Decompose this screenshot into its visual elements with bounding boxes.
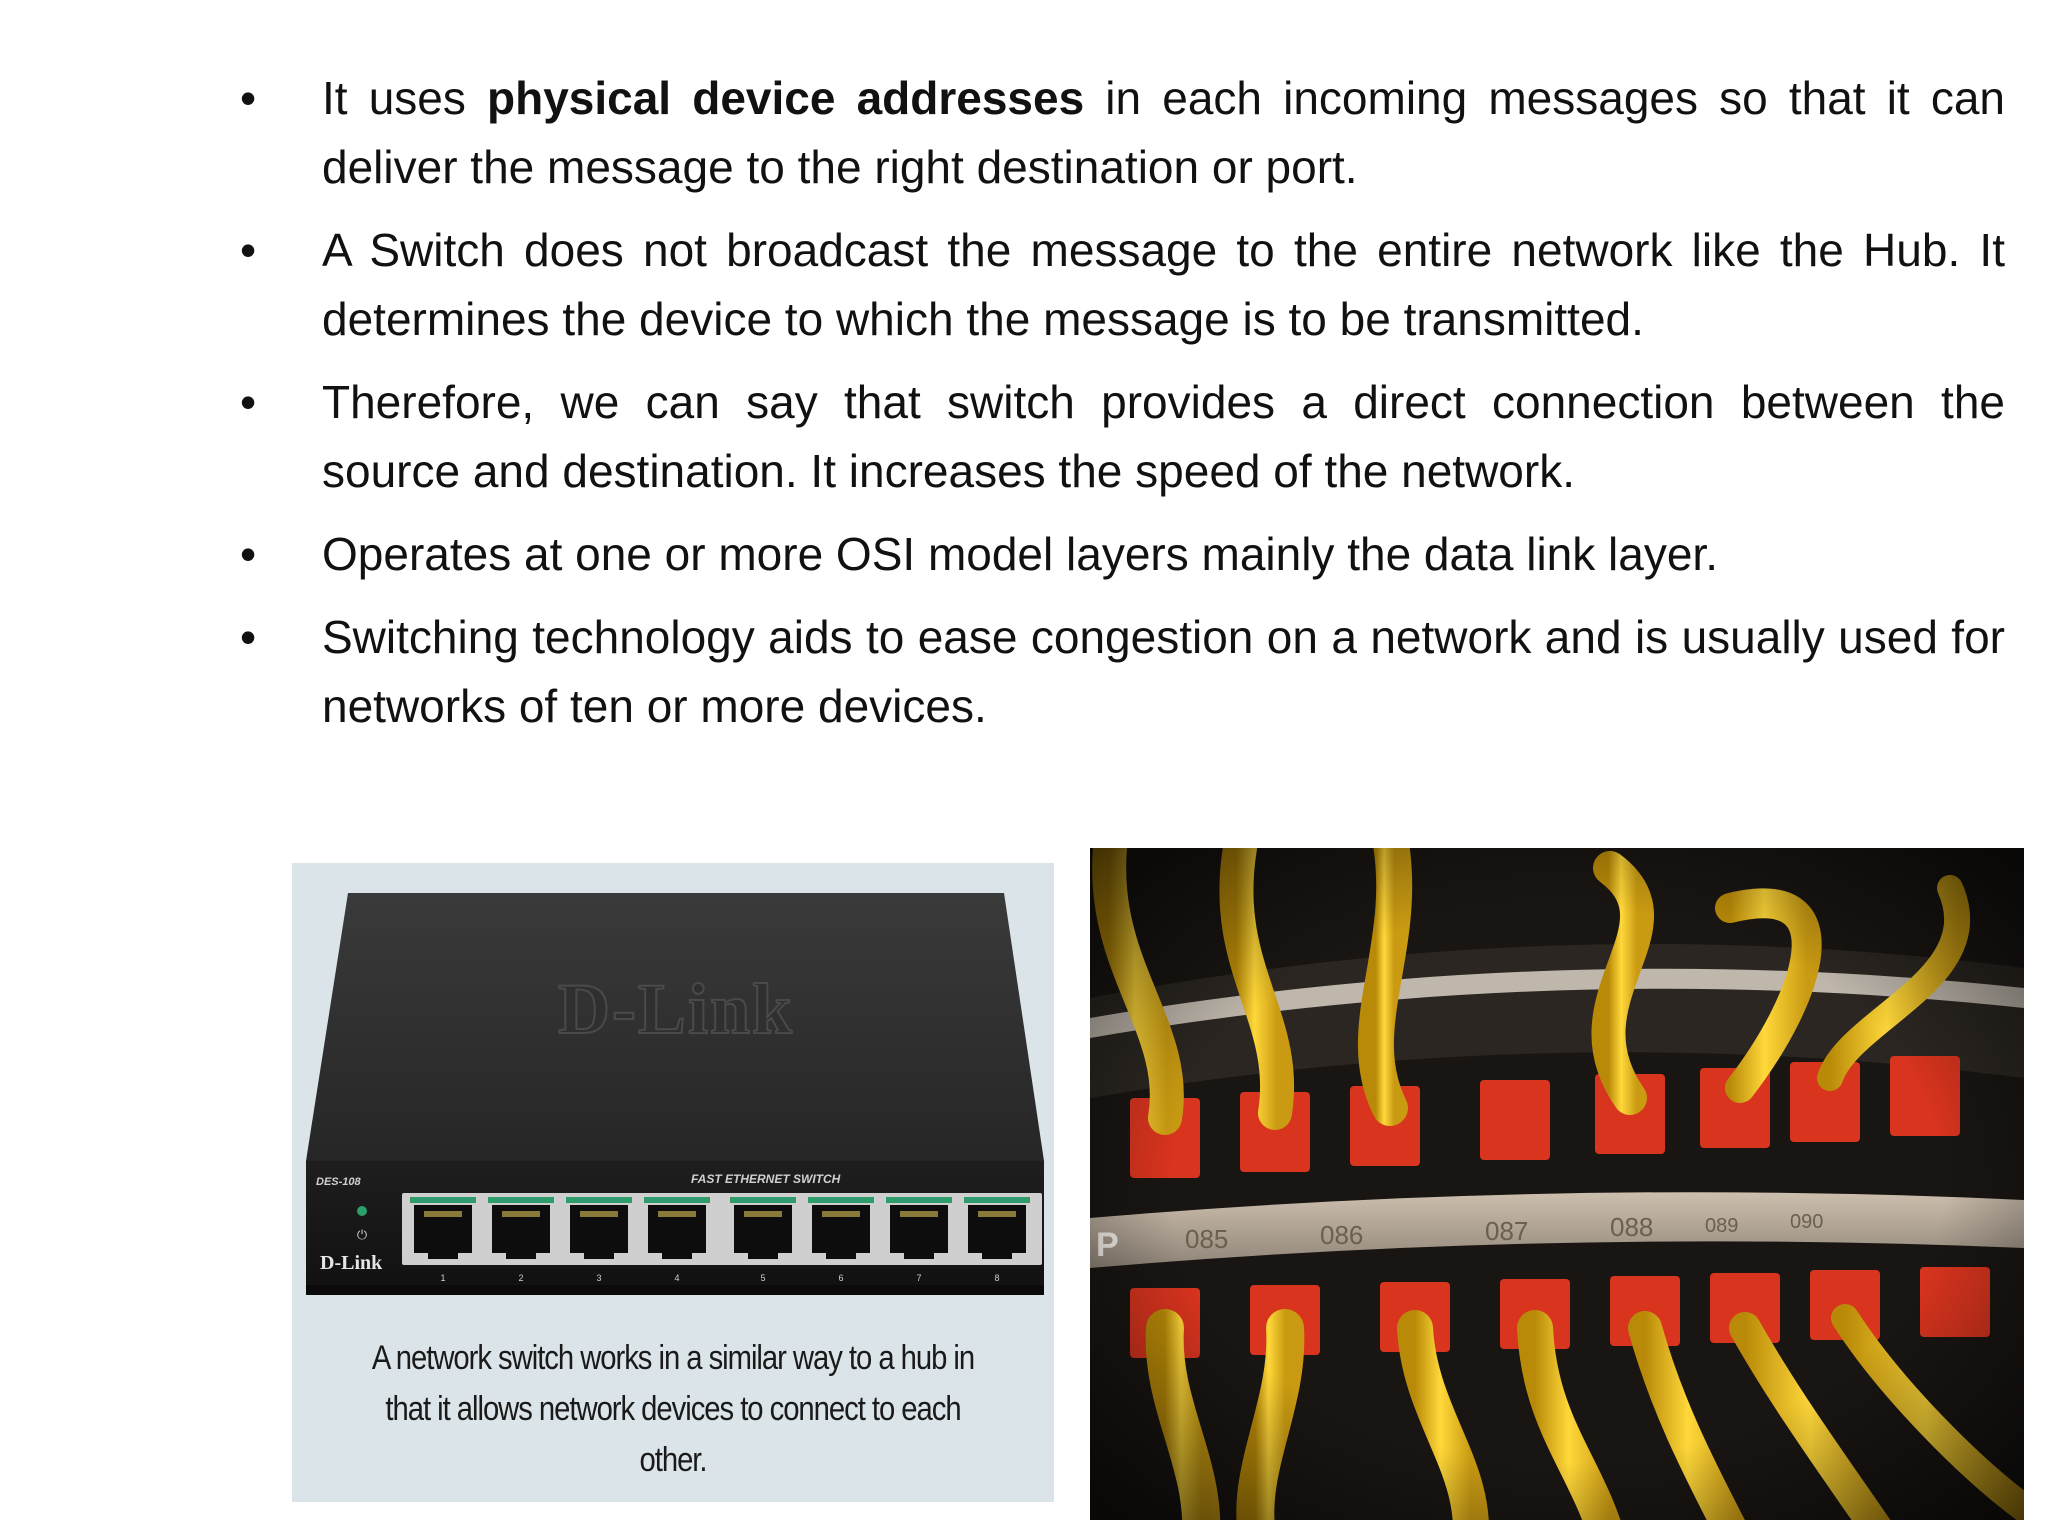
bullet-item: • Therefore, we can say that switch prov… (240, 368, 2005, 506)
bullet-dot: • (240, 528, 257, 580)
ethernet-port: 1 (410, 1197, 476, 1283)
bullet-text: in each incoming messages so that it can… (322, 72, 2005, 193)
bullet-dot: • (240, 224, 257, 276)
bullet-text: Therefore, we can say that switch provid… (322, 376, 2005, 497)
bullet-item: • Switching technology aids to ease cong… (240, 603, 2005, 741)
bullet-dot: • (240, 72, 257, 124)
switch-brand-emboss: D-Link (558, 969, 794, 1049)
port-number-label: 2 (518, 1273, 523, 1283)
patch-panel-figure: P 085086087088089090 (1090, 848, 2024, 1520)
bullet-text: It uses (322, 72, 487, 124)
switch-figure: D-Link DES-108 FAST ETHERNET SWITCH ⏻ D-… (292, 863, 1054, 1502)
ethernet-port: 5 (730, 1197, 796, 1283)
bullet-dot: • (240, 376, 257, 428)
port-number-label: 7 (916, 1273, 921, 1283)
port-bezel (402, 1193, 1042, 1265)
svg-text:⏻: ⏻ (357, 1227, 367, 1242)
bullet-list: • It uses physical device addresses in e… (240, 64, 2005, 755)
switch-front-brand: D-Link (320, 1252, 383, 1274)
ethernet-port: 3 (566, 1197, 632, 1283)
power-led (357, 1206, 367, 1216)
bullet-text: Switching technology aids to ease conges… (322, 611, 2005, 732)
switch-top-face (306, 893, 1044, 1161)
bullet-dot: • (240, 611, 257, 663)
ethernet-port: 7 (886, 1197, 952, 1283)
port-number-label: 1 (440, 1273, 445, 1283)
bullet-item: • Operates at one or more OSI model laye… (240, 520, 2005, 589)
port-number-label: 5 (760, 1273, 765, 1283)
port-number-label: 8 (994, 1273, 999, 1283)
bullet-text: Operates at one or more OSI model layers… (322, 528, 1718, 580)
switch-model-label: DES-108 (316, 1176, 362, 1188)
bullet-item: • It uses physical device addresses in e… (240, 64, 2005, 202)
network-switch-image: D-Link DES-108 FAST ETHERNET SWITCH ⏻ D-… (306, 893, 1044, 1295)
port-number-label: 6 (838, 1273, 843, 1283)
bullet-item: • A Switch does not broadcast the messag… (240, 216, 2005, 354)
patch-panel-image: P 085086087088089090 (1090, 848, 2024, 1520)
ethernet-port: 2 (488, 1197, 554, 1283)
switch-product-label: FAST ETHERNET SWITCH (691, 1172, 841, 1186)
ethernet-port: 8 (964, 1197, 1030, 1283)
port-number-label: 4 (674, 1273, 679, 1283)
ethernet-port: 4 (644, 1197, 710, 1283)
figure-caption: A network switch works in a similar way … (371, 1339, 975, 1479)
ethernet-port: 6 (808, 1197, 874, 1283)
bullet-text: A Switch does not broadcast the message … (322, 224, 2005, 345)
port-number-label: 3 (596, 1273, 601, 1283)
bullet-bold-text: physical device addresses (487, 72, 1085, 124)
